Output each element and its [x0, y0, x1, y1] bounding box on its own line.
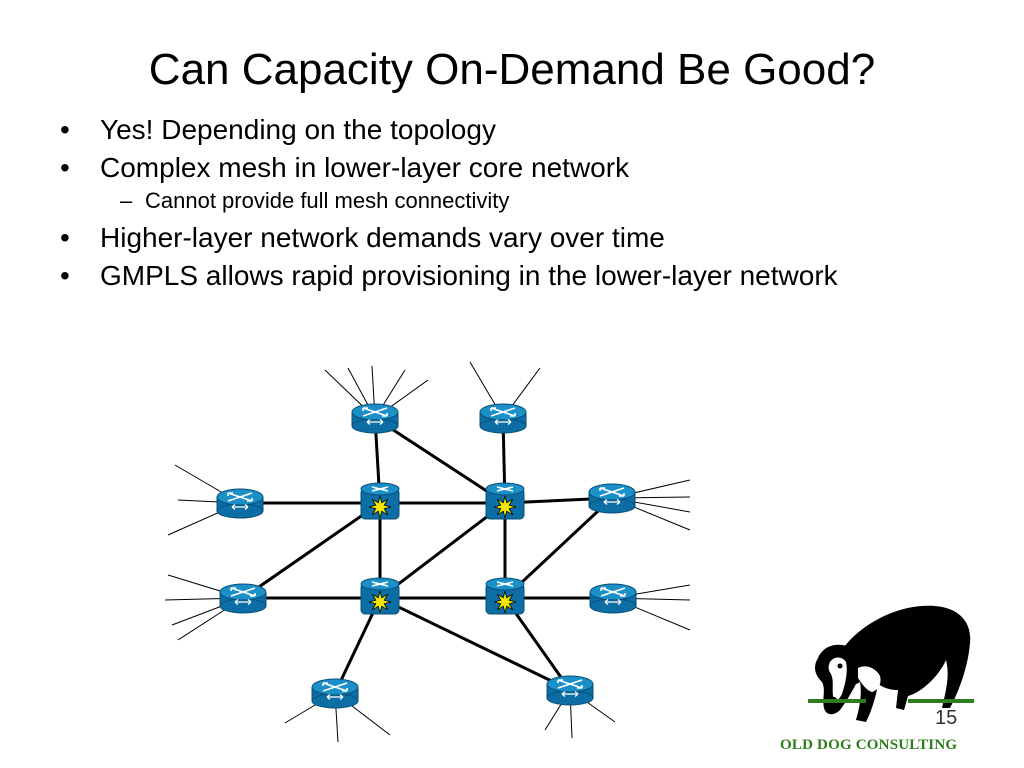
bullet-mark: •	[60, 260, 70, 291]
router-base	[219, 598, 267, 614]
bullet-text: Complex mesh in lower-layer core network	[100, 152, 630, 183]
core-router	[485, 577, 525, 615]
company-name: OLD DOG CONSULTING	[780, 737, 958, 753]
router-base	[479, 418, 527, 434]
core-router	[485, 482, 525, 520]
edge-router	[479, 403, 527, 434]
dog-chest-white	[858, 666, 881, 692]
burst-star	[368, 495, 392, 519]
edge-router	[216, 488, 264, 519]
router-arrows	[496, 486, 514, 492]
router-side-arrows	[231, 504, 249, 510]
page-number: 15	[935, 707, 958, 729]
bullet-item: • GMPLS allows rapid provisioning in the…	[55, 260, 955, 292]
router-arrows	[600, 587, 626, 597]
router-arrows	[599, 487, 625, 497]
sub-bullet-mark: –	[120, 188, 133, 213]
edge-router	[589, 583, 637, 614]
router-nodes	[216, 403, 637, 709]
dog-logo	[808, 605, 974, 722]
router-base	[589, 598, 637, 614]
bullet-item: • Complex mesh in lower-layer core netwo…	[55, 152, 955, 184]
grass-line-right	[908, 699, 974, 703]
router-side-arrows	[234, 599, 252, 605]
router-side-arrows	[494, 419, 512, 425]
router-side-arrows	[366, 419, 384, 425]
router-side-arrows	[561, 691, 579, 697]
link-R7-R4	[242, 501, 381, 600]
bullet-mark: •	[60, 114, 70, 145]
dog-eye	[837, 663, 843, 669]
bullet-list: • Yes! Depending on the topology • Compl…	[55, 114, 955, 298]
router-base	[216, 503, 264, 519]
link-R5-R8	[379, 501, 506, 600]
core-links	[240, 416, 614, 694]
router-base	[546, 690, 594, 706]
router-base	[351, 418, 399, 434]
bullet-item: • Yes! Depending on the topology	[55, 114, 955, 146]
access-stub-lines	[164, 361, 691, 743]
router-side-arrows	[603, 499, 621, 505]
burst-star	[493, 495, 517, 519]
router-arrows	[322, 682, 348, 692]
router-base	[311, 693, 359, 709]
sub-bullet-item: – Cannot provide full mesh connectivity	[55, 188, 955, 214]
core-router	[360, 482, 400, 520]
bullet-mark: •	[60, 152, 70, 183]
router-arrows	[371, 581, 389, 587]
bullet-mark: •	[60, 222, 70, 253]
edge-router	[588, 483, 636, 514]
edge-router	[219, 583, 267, 614]
link-R8-R12	[379, 596, 571, 692]
grass-line-left	[808, 699, 866, 703]
router-side-arrows	[326, 694, 344, 700]
bullet-item: • Higher-layer network demands vary over…	[55, 222, 955, 254]
link-R1-R5	[374, 416, 506, 505]
router-base	[588, 498, 636, 514]
core-router	[360, 577, 400, 615]
bullet-text: Yes! Depending on the topology	[100, 114, 496, 145]
burst-star	[368, 590, 392, 614]
router-arrows	[230, 587, 256, 597]
router-arrows	[490, 407, 516, 417]
bullet-text: Higher-layer network demands vary over t…	[100, 222, 665, 253]
edge-router	[311, 678, 359, 709]
dog-body	[840, 605, 971, 722]
dog-face-white	[828, 657, 847, 701]
bullet-text: GMPLS allows rapid provisioning in the l…	[100, 260, 838, 291]
router-arrows	[362, 407, 388, 417]
router-arrows	[496, 581, 514, 587]
sub-bullet-text: Cannot provide full mesh connectivity	[145, 188, 510, 213]
router-arrows	[557, 679, 583, 689]
slide-title: Can Capacity On-Demand Be Good?	[148, 45, 876, 94]
edge-router	[546, 675, 594, 706]
router-side-arrows	[604, 599, 622, 605]
edge-router	[351, 403, 399, 434]
router-arrows	[371, 486, 389, 492]
burst-star	[493, 590, 517, 614]
router-arrows	[227, 492, 253, 502]
